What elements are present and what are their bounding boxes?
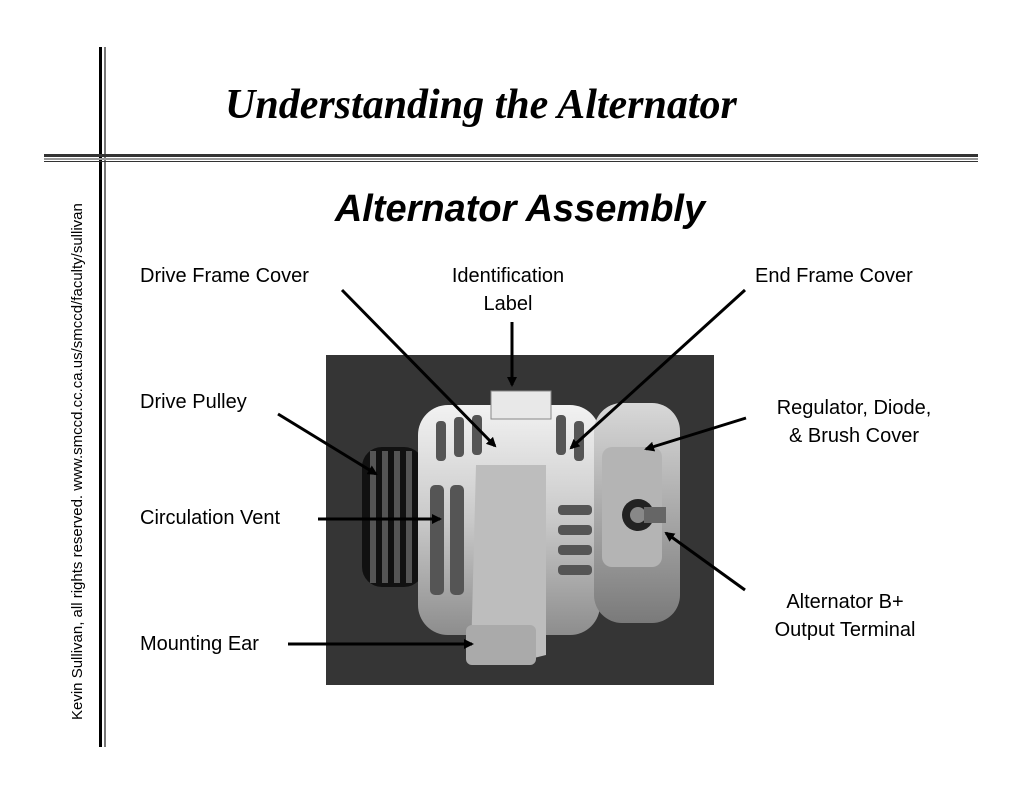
label-circulation-vent: Circulation Vent — [140, 507, 281, 529]
vertical-rule — [99, 47, 108, 747]
horizontal-rule — [44, 154, 978, 163]
label-end-frame-cover: End Frame Cover — [755, 265, 913, 287]
arrow-drive-frame-cover — [340, 288, 497, 448]
arrow-end-frame-cover — [569, 288, 747, 450]
label-output-terminal-line2: Output Terminal — [774, 619, 916, 641]
label-identification: Identification Label — [430, 262, 586, 318]
arrow-output-terminal — [664, 531, 746, 592]
slide-title: Understanding the Alternator — [225, 82, 737, 128]
label-regulator-line2: & Brush Cover — [788, 425, 920, 447]
label-drive-pulley: Drive Pulley — [140, 391, 247, 413]
label-drive-frame-cover: Drive Frame Cover — [140, 265, 309, 287]
slide-subtitle: Alternator Assembly — [334, 188, 706, 230]
label-output-terminal: Alternator B+ Output Terminal — [752, 588, 938, 644]
label-mounting-ear: Mounting Ear — [140, 633, 259, 655]
label-identification-line2: Label — [483, 293, 533, 315]
drive-pulley-shape — [362, 447, 424, 587]
label-identification-line1: Identification — [451, 265, 565, 287]
label-regulator-cover: Regulator, Diode, & Brush Cover — [754, 394, 954, 450]
arrow-regulator-cover — [644, 416, 747, 452]
label-output-terminal-line1: Alternator B+ — [786, 591, 904, 613]
arrow-drive-pulley — [277, 412, 378, 476]
label-regulator-line1: Regulator, Diode, — [776, 397, 932, 419]
